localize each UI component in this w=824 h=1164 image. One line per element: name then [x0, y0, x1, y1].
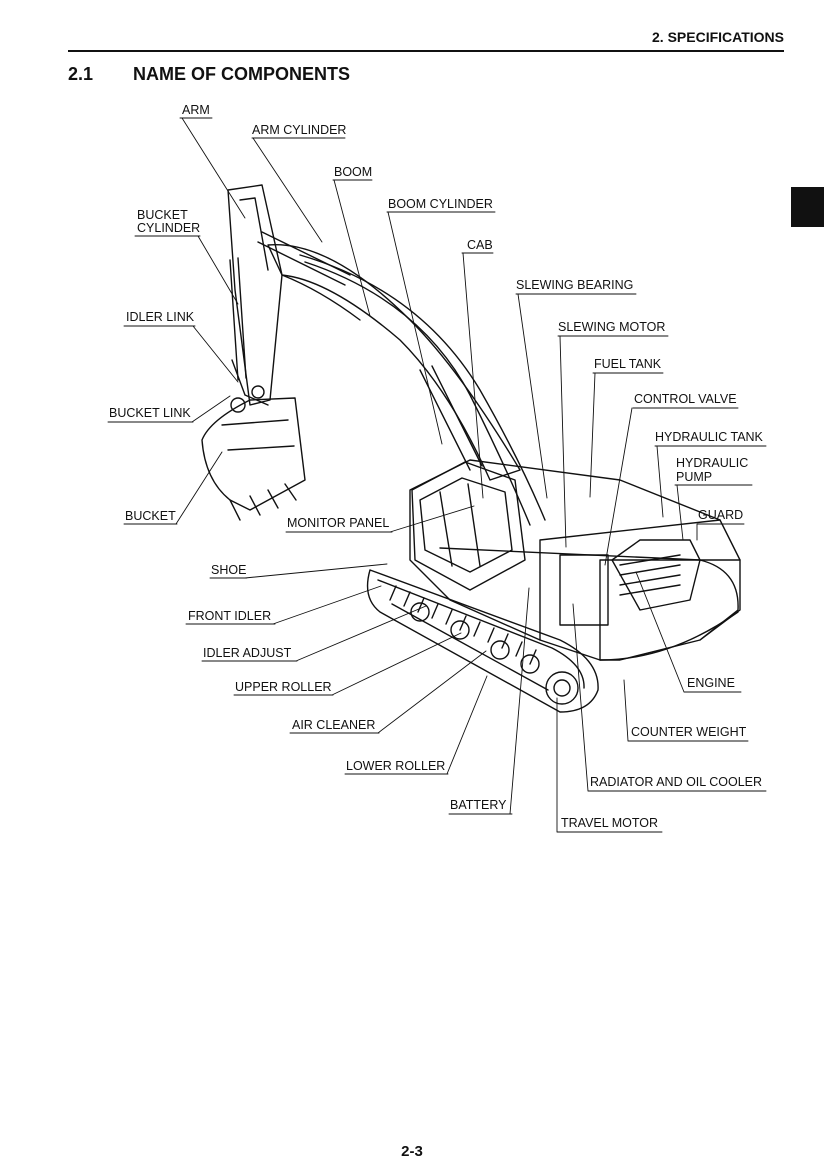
- label-guard: GUARD: [698, 508, 744, 522]
- arm-cylinder: [257, 231, 351, 286]
- label-upper-roller: UPPER ROLLER: [235, 680, 332, 694]
- label-idler-adjust: IDLER ADJUST: [203, 646, 292, 660]
- bucket: [201, 397, 306, 511]
- label-slewing-bearing: SLEWING BEARING: [516, 278, 634, 292]
- label-radiator-oil-cooler: RADIATOR AND OIL COOLER: [590, 775, 763, 789]
- label-bucket: BUCKET: [125, 509, 176, 523]
- label-idler-link: IDLER LINK: [126, 310, 195, 324]
- section-title: NAME OF COMPONENTS: [133, 64, 351, 84]
- right-track: [439, 547, 739, 641]
- page-number: 2-3: [401, 1143, 423, 1160]
- label-bucket-cylinder-1: BUCKET: [137, 208, 188, 222]
- label-travel-motor: TRAVEL MOTOR: [561, 816, 659, 830]
- label-battery: BATTERY: [450, 798, 507, 812]
- label-arm-cylinder: ARM CYLINDER: [252, 123, 347, 137]
- label-hydraulic-pump-1: HYDRAULIC: [676, 456, 749, 470]
- label-bucket-cylinder-2: CYLINDER: [137, 221, 201, 235]
- counter-weight: [599, 611, 739, 661]
- label-hydraulic-pump-2: PUMP: [676, 470, 713, 484]
- label-boom-cylinder: BOOM CYLINDER: [388, 197, 493, 211]
- cab: [411, 461, 526, 591]
- label-shoe: SHOE: [211, 563, 247, 577]
- label-counter-weight: COUNTER WEIGHT: [631, 725, 747, 739]
- boom-cylinder: [419, 365, 483, 471]
- left-track: [366, 569, 599, 713]
- label-slewing-motor: SLEWING MOTOR: [558, 320, 666, 334]
- section-tab-marker: [791, 187, 824, 227]
- label-hydraulic-tank: HYDRAULIC TANK: [655, 430, 763, 444]
- label-boom: BOOM: [334, 165, 373, 179]
- label-monitor-panel: MONITOR PANEL: [287, 516, 390, 530]
- label-cab: CAB: [467, 238, 493, 252]
- label-arm: ARM: [182, 103, 210, 117]
- running-header: 2. SPECIFICATIONS: [652, 29, 784, 45]
- label-bucket-link: BUCKET LINK: [109, 406, 191, 420]
- travel-motor-drum: [545, 671, 579, 705]
- section-number: 2.1: [68, 64, 94, 84]
- header-rule: [68, 50, 784, 52]
- label-air-cleaner: AIR CLEANER: [292, 718, 376, 732]
- label-front-idler: FRONT IDLER: [188, 609, 272, 623]
- label-lower-roller: LOWER ROLLER: [346, 759, 446, 773]
- boom: [267, 244, 521, 481]
- arm: [227, 184, 283, 406]
- bucket-cylinder: [229, 257, 247, 381]
- label-engine: ENGINE: [687, 676, 735, 690]
- label-control-valve: CONTROL VALVE: [634, 392, 737, 406]
- label-fuel-tank: FUEL TANK: [594, 357, 662, 371]
